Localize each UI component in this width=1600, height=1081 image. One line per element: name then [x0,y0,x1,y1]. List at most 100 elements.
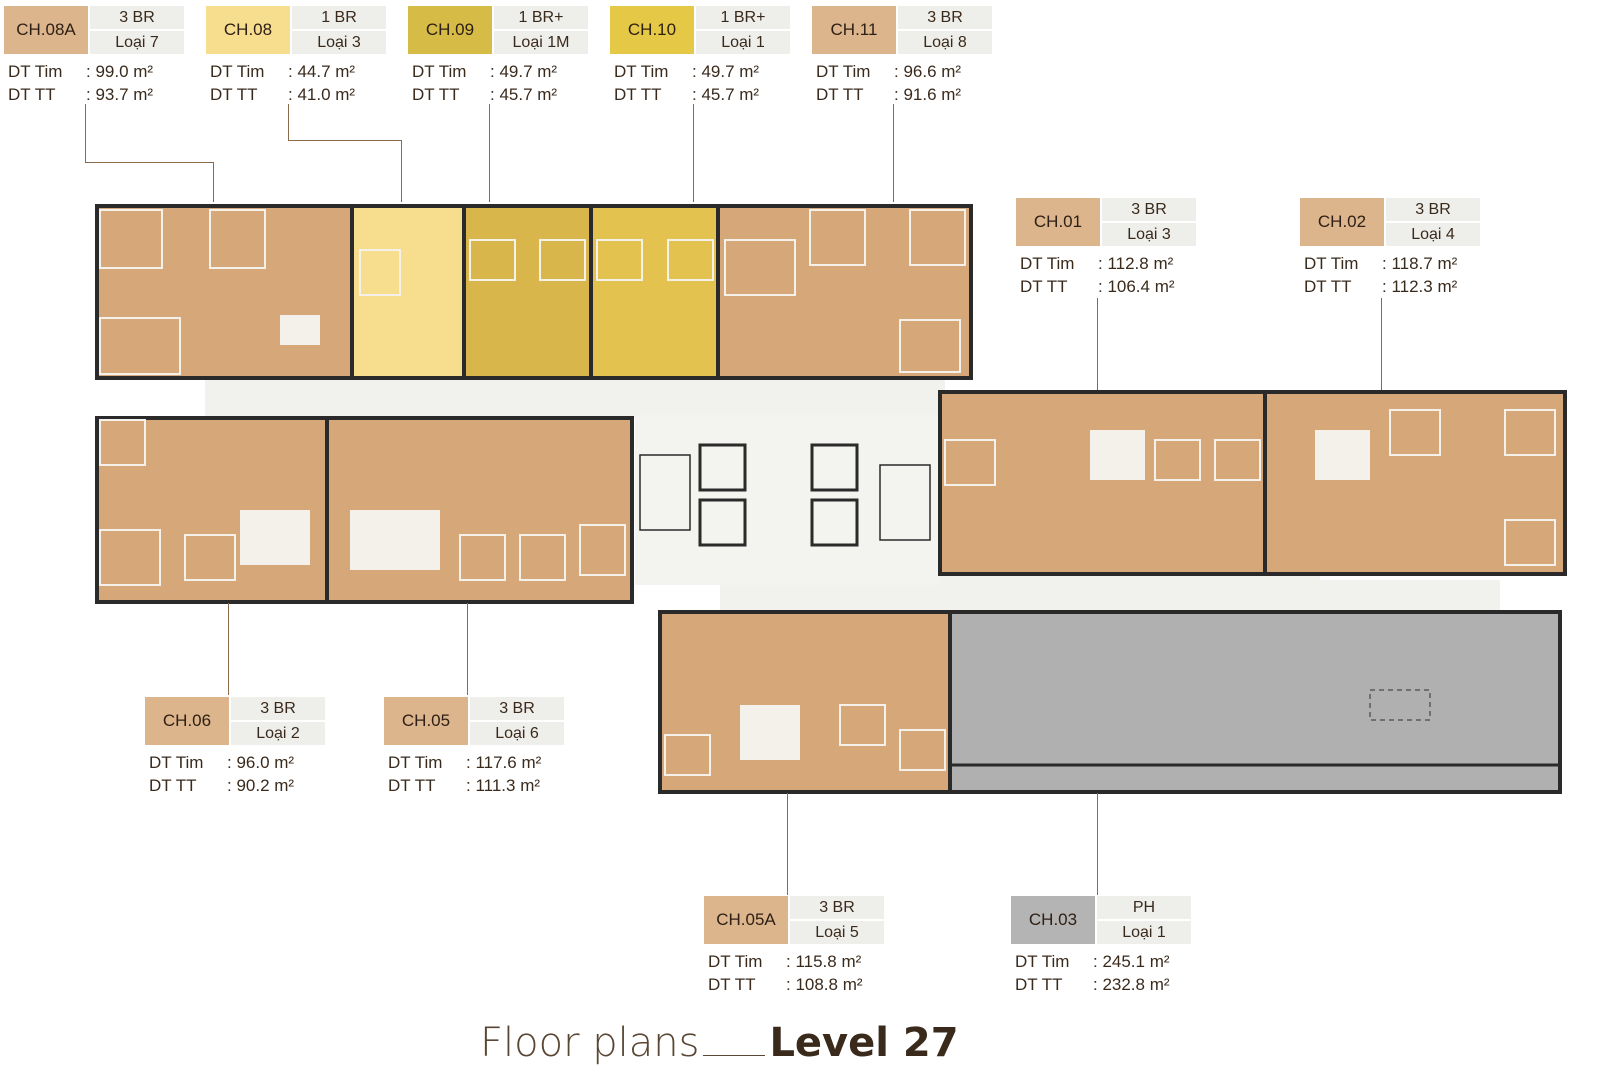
unit-ch08a-plan[interactable] [95,204,354,380]
leader-ch10 [693,104,694,202]
unit-ch06-plan[interactable] [95,416,329,604]
unit-type: Loại 3 [292,31,386,54]
unit-ch03-plan[interactable] [948,610,1562,794]
leader-ch11 [893,104,894,202]
gross-area-label: DT Tim [210,62,265,81]
unit-type: Loại 1 [1097,921,1191,944]
gross-area: : 245.1 m² [1093,952,1170,971]
gross-area-label: DT Tim [1304,254,1359,273]
unit-ch11-plan[interactable] [716,204,973,380]
unit-type: Loại 2 [231,722,325,745]
unit-bedrooms: 3 BR [790,896,884,919]
unit-ch10-plan[interactable] [589,204,720,380]
title-rule [703,1055,766,1056]
unit-type: Loại 5 [790,921,884,944]
unit-ch08-plan[interactable] [350,204,466,380]
unit-label-ch10[interactable]: CH.10 1 BR+Loại 1 DT Tim: 49.7 m² DT TT:… [610,6,790,106]
net-area: : 112.3 m² [1382,277,1458,296]
net-area-label: DT TT [1304,277,1352,296]
unit-ch05a-plan[interactable] [658,610,952,794]
net-area: : 41.0 m² [288,85,356,104]
net-area-label: DT TT [388,776,436,795]
unit-code: CH.03 [1011,896,1095,944]
unit-bedrooms: 1 BR+ [696,6,790,29]
leader-ch08a-h [85,162,213,163]
unit-bedrooms: PH [1097,896,1191,919]
gross-area-label: DT Tim [412,62,467,81]
gross-area: : 99.0 m² [86,62,154,81]
unit-ch01-plan[interactable] [938,390,1267,576]
leader-ch06 [228,603,229,695]
net-area-label: DT TT [210,85,258,104]
unit-type: Loại 1M [494,31,588,54]
title-text: Floor plans [480,1020,700,1066]
net-area-label: DT TT [708,975,756,994]
unit-bedrooms: 3 BR [90,6,184,29]
net-area: : 93.7 m² [86,85,154,104]
unit-code: CH.05 [384,697,468,745]
net-area: : 106.4 m² [1098,277,1175,296]
leader-ch08-h [288,140,401,141]
unit-bedrooms: 1 BR+ [494,6,588,29]
unit-code: CH.10 [610,6,694,54]
net-area-label: DT TT [412,85,460,104]
leader-ch03 [1097,793,1098,895]
gross-area: : 49.7 m² [490,62,558,81]
unit-code: CH.06 [145,697,229,745]
leader-ch01 [1097,298,1098,390]
gross-area-label: DT Tim [708,952,763,971]
net-area: : 90.2 m² [227,776,295,795]
unit-code: CH.09 [408,6,492,54]
net-area-label: DT TT [614,85,662,104]
gross-area: : 96.0 m² [227,753,295,772]
unit-bedrooms: 1 BR [292,6,386,29]
corridor-upper [205,378,945,418]
unit-code: CH.11 [812,6,896,54]
unit-code: CH.01 [1016,198,1100,246]
gross-area-label: DT Tim [1015,952,1070,971]
gross-area: : 117.6 m² [466,753,542,772]
unit-bedrooms: 3 BR [1386,198,1480,221]
gross-area-label: DT Tim [8,62,63,81]
unit-bedrooms: 3 BR [470,697,564,720]
unit-ch09-plan[interactable] [462,204,593,380]
leader-ch08 [288,104,289,140]
unit-type: Loại 7 [90,31,184,54]
unit-ch02-plan[interactable] [1263,390,1567,576]
gross-area-label: DT Tim [388,753,443,772]
unit-code: CH.08A [4,6,88,54]
unit-ch05-plan[interactable] [325,416,634,604]
unit-bedrooms: 3 BR [898,6,992,29]
gross-area-label: DT Tim [816,62,871,81]
core-area [635,415,940,585]
unit-type: Loại 4 [1386,223,1480,246]
leader-ch08-v2 [401,140,402,202]
unit-type: Loại 6 [470,722,564,745]
gross-area: : 112.8 m² [1098,254,1174,273]
unit-type: Loại 3 [1102,223,1196,246]
net-area: : 45.7 m² [692,85,760,104]
gross-area-label: DT Tim [1020,254,1075,273]
core-elevators [639,443,931,547]
gross-area: : 49.7 m² [692,62,760,81]
net-area-label: DT TT [1020,277,1068,296]
leader-ch09 [489,104,490,202]
unit-code: CH.08 [206,6,290,54]
net-area: : 91.6 m² [894,85,962,104]
net-area-label: DT TT [149,776,197,795]
net-area-label: DT TT [1015,975,1063,994]
gross-area: : 96.6 m² [894,62,962,81]
net-area: : 108.8 m² [786,975,863,994]
unit-label-ch09[interactable]: CH.09 1 BR+Loại 1M DT Tim : 49.7 m² DT TT… [408,6,588,106]
gross-area-label: DT Tim [149,753,204,772]
